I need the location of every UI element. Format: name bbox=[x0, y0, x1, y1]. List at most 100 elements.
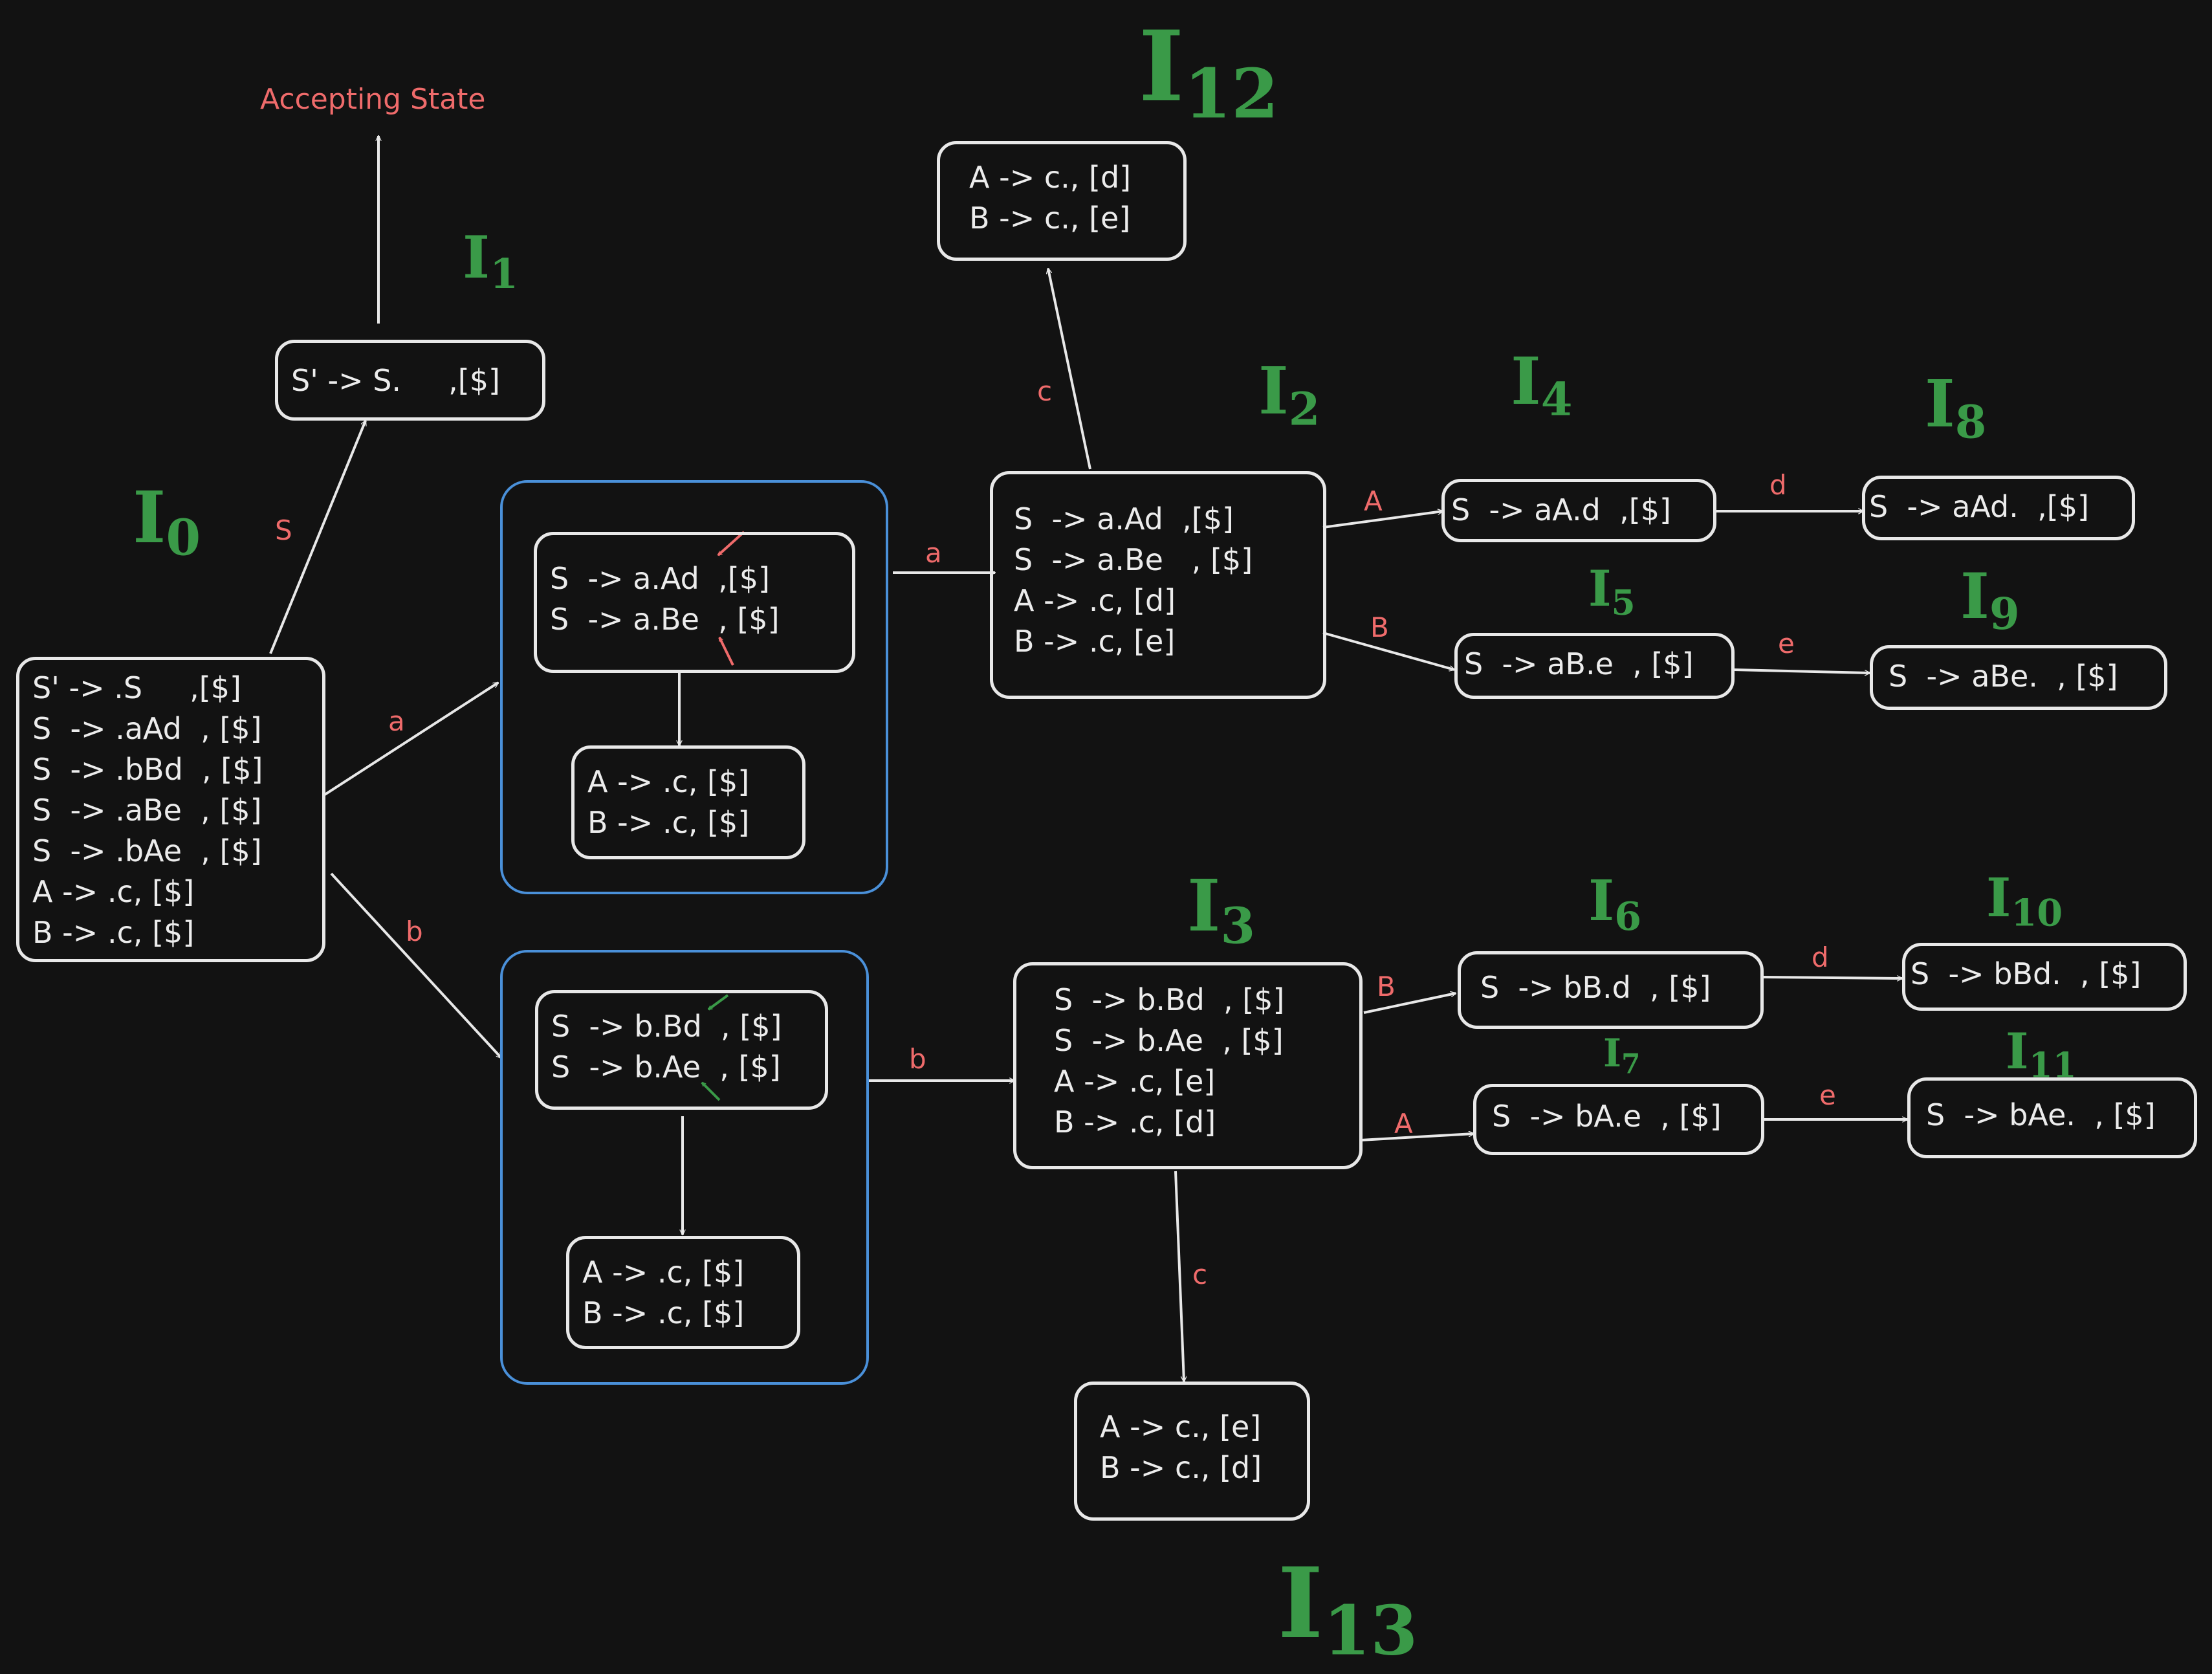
lr-item: S -> aAd. ,[$] bbox=[1869, 489, 2089, 524]
lr-item: B -> .c, [e] bbox=[1014, 624, 1176, 659]
state-label-letter: I bbox=[1511, 343, 1541, 419]
state-goto-b-closure: A -> .c, [$]B -> .c, [$] bbox=[566, 1236, 800, 1349]
dot-pointer-b-1 bbox=[708, 994, 729, 1011]
lr-item: A -> .c, [e] bbox=[1054, 1064, 1216, 1099]
lr-item: S -> bBd. , [$] bbox=[1911, 956, 2141, 991]
arrow-i6-to-i10 bbox=[1762, 977, 1902, 978]
state-label-letter: I bbox=[1960, 560, 1989, 633]
lr-item: S -> aBe. , [$] bbox=[1889, 659, 2118, 694]
lr-item: S -> bAe. , [$] bbox=[1926, 1097, 2156, 1132]
state-i0: S' -> .S ,[$]S -> .aAd , [$]S -> .bBd , … bbox=[16, 657, 325, 962]
arrow-i3-to-i13 bbox=[1174, 1171, 1184, 1382]
label-i9: I9 bbox=[1960, 560, 2020, 639]
lr-item: B -> .c, [$] bbox=[582, 1295, 745, 1330]
state-label-index: 0 bbox=[166, 509, 201, 567]
lr-item: S -> b.Bd , [$] bbox=[1054, 982, 1285, 1017]
lr-item: S -> a.Be , [$] bbox=[1014, 542, 1253, 577]
state-label-index: 2 bbox=[1288, 382, 1320, 436]
arrow-i0-to-group-a bbox=[323, 681, 498, 796]
label-i0: I0 bbox=[133, 476, 201, 567]
lr-item: S -> .bBd , [$] bbox=[32, 752, 263, 787]
edge-label-i0-b: b bbox=[406, 916, 423, 947]
label-i6: I6 bbox=[1588, 868, 1641, 940]
state-goto-a-closure: A -> .c, [$] B -> .c, [$] bbox=[571, 745, 805, 859]
edge-label-i2-i12: c bbox=[1037, 375, 1053, 407]
edge-label-i3-i7: A bbox=[1394, 1108, 1413, 1140]
state-label-index: 1 bbox=[490, 249, 518, 298]
state-label-index: 7 bbox=[1621, 1048, 1641, 1080]
dot-pointer-b-2 bbox=[701, 1081, 721, 1101]
state-label-index: 8 bbox=[1955, 395, 1987, 449]
state-label-index: 6 bbox=[1614, 894, 1642, 940]
lr-item: S -> a.Be , [$] bbox=[550, 602, 780, 637]
lr-item: A -> .c, [$] bbox=[587, 764, 750, 799]
label-i8: I8 bbox=[1925, 366, 1987, 449]
state-label-index: 9 bbox=[1989, 588, 2020, 639]
state-i7: S -> bA.e , [$] bbox=[1473, 1084, 1764, 1155]
edge-label-i2-i5: B bbox=[1370, 611, 1389, 643]
lr-item: S -> aA.d ,[$] bbox=[1451, 492, 1671, 527]
edge-label-i4-i8: d bbox=[1769, 469, 1787, 501]
label-i13: I13 bbox=[1278, 1547, 1418, 1670]
edge-label-b-i3: b bbox=[909, 1043, 926, 1075]
label-i11: I11 bbox=[2006, 1022, 2077, 1085]
state-label-index: 11 bbox=[2028, 1044, 2077, 1086]
lr-item: A -> .c, [$] bbox=[32, 874, 195, 909]
state-i12: A -> c., [d] B -> c., [e] bbox=[937, 141, 1187, 261]
lr-item: S -> a.Ad ,[$] bbox=[1014, 501, 1234, 536]
lr-item: B -> .c, [d] bbox=[1054, 1105, 1216, 1140]
label-i3: I3 bbox=[1187, 864, 1255, 955]
arrow-i2-to-i4 bbox=[1322, 511, 1443, 529]
state-i3: S -> b.Bd , [$] S -> b.Ae , [$] A -> .c, [… bbox=[1013, 962, 1363, 1169]
label-i4: I4 bbox=[1511, 343, 1573, 426]
state-label-index: 3 bbox=[1220, 897, 1256, 956]
lr-item: S' -> S. ,[$] bbox=[291, 363, 500, 398]
edge-label-i0-i1: S bbox=[275, 514, 292, 546]
lr-item: S -> b.Ae , [$] bbox=[551, 1050, 781, 1085]
edge-label-i6-i10: d bbox=[1812, 942, 1829, 973]
lr-item: A -> c., [e] bbox=[1100, 1409, 1262, 1444]
state-label-letter: I bbox=[133, 476, 166, 559]
state-i8: S -> aAd. ,[$] bbox=[1862, 476, 2135, 540]
state-i9: S -> aBe. , [$] bbox=[1870, 645, 2167, 710]
label-i7: I7 bbox=[1603, 1031, 1640, 1080]
state-i4: S -> aA.d ,[$] bbox=[1441, 479, 1716, 542]
edge-label-i3-i6: B bbox=[1377, 971, 1396, 1002]
state-i13: A -> c., [e]B -> c., [d] bbox=[1074, 1382, 1310, 1521]
state-label-index: 4 bbox=[1540, 372, 1573, 426]
arrow-i3-to-i6 bbox=[1363, 993, 1456, 1014]
lr-item: S -> bA.e , [$] bbox=[1492, 1099, 1722, 1134]
arrow-i0-to-group-b bbox=[330, 872, 501, 1058]
label-i1: I1 bbox=[463, 223, 518, 298]
state-label-index: 13 bbox=[1323, 1590, 1418, 1671]
lr-item: B -> .c, [$] bbox=[32, 915, 195, 950]
state-label-letter: I bbox=[1278, 1547, 1324, 1660]
lr-item: B -> .c, [$] bbox=[587, 805, 750, 840]
label-i2: I2 bbox=[1258, 353, 1320, 436]
arrow-i0-to-i1 bbox=[269, 421, 367, 654]
lr-item: S -> b.Ae , [$] bbox=[1054, 1023, 1284, 1058]
state-label-index: 10 bbox=[2011, 890, 2063, 935]
arrow-i3-to-i7 bbox=[1360, 1134, 1474, 1141]
edge-label-a-i2: a bbox=[925, 537, 942, 569]
state-i5: S -> aB.e , [$] bbox=[1454, 633, 1735, 699]
label-i5: I5 bbox=[1588, 560, 1636, 622]
lr-item: S -> b.Bd , [$] bbox=[551, 1009, 782, 1044]
lr-item: S -> aB.e , [$] bbox=[1464, 646, 1694, 681]
arrow-i2-to-i12 bbox=[1048, 269, 1091, 470]
state-label-letter: I bbox=[1588, 868, 1615, 934]
state-i2: S -> a.Ad ,[$]S -> a.Be , [$]A -> .c, [d… bbox=[990, 471, 1326, 699]
edge-label-i5-i9: e bbox=[1778, 628, 1795, 659]
lr-item: A -> c., [d] bbox=[969, 160, 1132, 195]
state-label-letter: I bbox=[1603, 1031, 1622, 1076]
state-i6: S -> bB.d , [$] bbox=[1458, 951, 1764, 1029]
goto-a-group-frame bbox=[500, 480, 888, 894]
dot-pointer-a-1 bbox=[718, 531, 745, 556]
state-i10: S -> bBd. , [$] bbox=[1902, 943, 2187, 1011]
state-label-letter: I bbox=[1925, 366, 1955, 442]
edge-label-i7-i11: e bbox=[1819, 1079, 1836, 1111]
lr-item: B -> c., [e] bbox=[969, 201, 1131, 236]
lr-item: S -> .aBe , [$] bbox=[32, 793, 262, 828]
